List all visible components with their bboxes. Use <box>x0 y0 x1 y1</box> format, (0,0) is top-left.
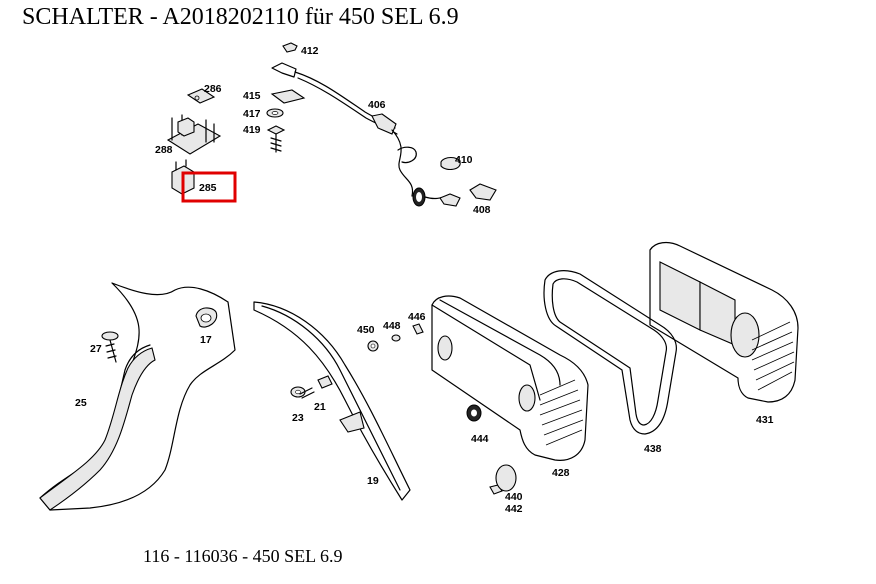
part-410-lens <box>440 156 461 171</box>
part-415-plate <box>270 89 306 104</box>
callout-285: 285 <box>199 182 217 194</box>
part-17-grommet <box>195 307 218 328</box>
callout-19: 19 <box>367 475 379 487</box>
page-title: SCHALTER - A2018202110 für 450 SEL 6.9 <box>22 4 459 30</box>
part-408-socket <box>439 183 497 207</box>
part-444-socket <box>466 404 482 422</box>
callout-408: 408 <box>473 204 491 216</box>
callout-450: 450 <box>357 324 375 336</box>
callout-448: 448 <box>383 320 401 332</box>
callout-415: 415 <box>243 90 261 102</box>
part-412-clip <box>282 42 298 53</box>
part-431-lamp-assembly <box>649 241 799 403</box>
callout-444: 444 <box>471 433 489 445</box>
callout-25: 25 <box>75 397 87 409</box>
callout-23: 23 <box>292 412 304 424</box>
callout-442: 442 <box>505 503 523 515</box>
part-438-gasket <box>543 270 677 435</box>
part-25-wheel-arch <box>39 282 236 511</box>
diagram-footer: 116 - 116036 - 450 SEL 6.9 <box>143 546 343 566</box>
part-440-bulb <box>489 464 517 495</box>
callout-438: 438 <box>644 443 662 455</box>
part-417-washer <box>266 108 284 118</box>
part-446-clip <box>412 323 424 335</box>
callout-428: 428 <box>552 467 570 479</box>
part-448-washer <box>391 334 401 342</box>
callout-17: 17 <box>200 334 212 346</box>
part-406-harness <box>271 62 449 207</box>
callout-431: 431 <box>756 414 774 426</box>
callout-417: 417 <box>243 108 261 120</box>
callout-288: 288 <box>155 144 173 156</box>
part-450-nut <box>367 340 379 352</box>
part-27-screw <box>101 331 119 363</box>
part-286-bulb <box>186 88 216 104</box>
part-19-moulding <box>253 301 411 501</box>
highlight-box-285 <box>181 171 237 203</box>
part-428-lamp-housing <box>431 295 589 461</box>
callout-27: 27 <box>90 343 102 355</box>
callout-446: 446 <box>408 311 426 323</box>
callout-21: 21 <box>314 401 326 413</box>
callout-410: 410 <box>455 154 473 166</box>
callout-406: 406 <box>368 99 386 111</box>
callout-412: 412 <box>301 45 319 57</box>
callout-419: 419 <box>243 124 261 136</box>
part-288-switch <box>166 114 222 155</box>
part-21-bolt <box>299 375 333 399</box>
callout-440: 440 <box>505 491 523 503</box>
part-419-screw <box>266 125 286 153</box>
callout-286: 286 <box>204 83 222 95</box>
